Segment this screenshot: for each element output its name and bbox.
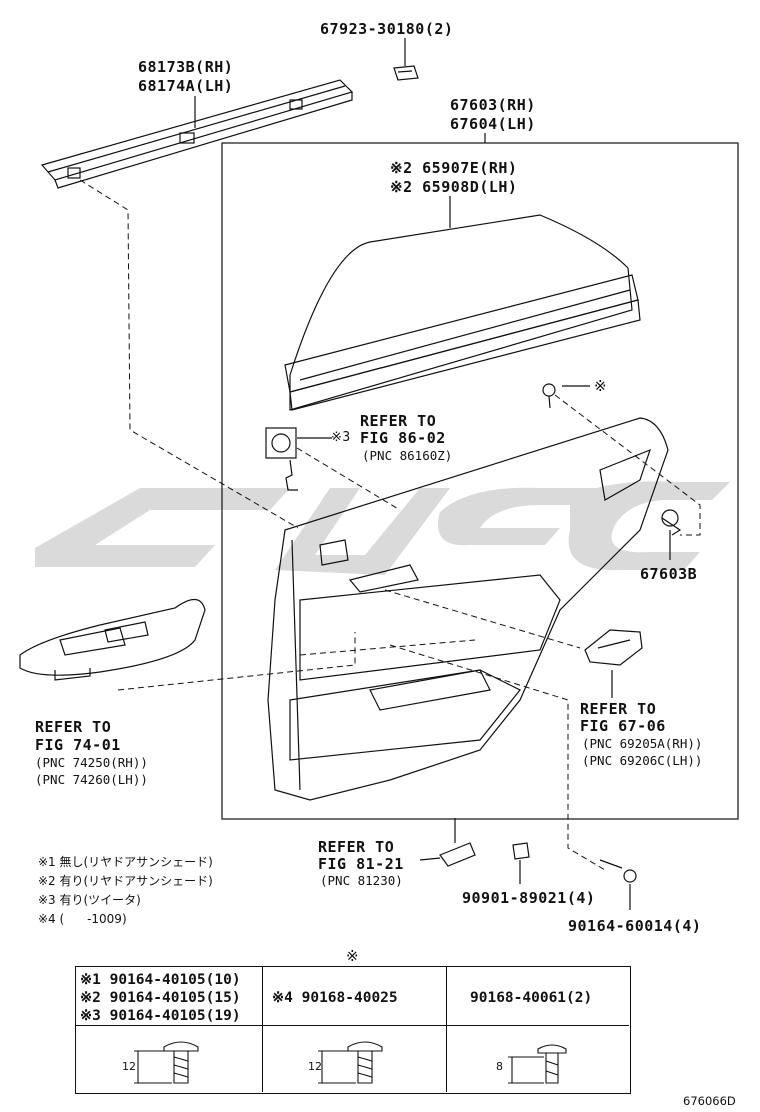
power-window-switch bbox=[19, 598, 206, 681]
part-65907e: ※2 65907E(RH) bbox=[390, 159, 518, 177]
clip-67923 bbox=[393, 38, 419, 81]
sunshade-65907 bbox=[284, 196, 641, 411]
tweeter-marker: ※3 bbox=[331, 430, 351, 445]
table-code-4: ※4 90168-40025 bbox=[272, 990, 398, 1006]
table-code-2: ※2 90164-40105(15) bbox=[80, 990, 241, 1006]
diagram-id: 676066D bbox=[683, 1094, 736, 1108]
weatherstrip-68173 bbox=[40, 79, 354, 189]
clip-67603B bbox=[661, 509, 682, 560]
part-67604: 67604(LH) bbox=[450, 115, 536, 133]
assembly-frame bbox=[221, 142, 739, 820]
nut-90901 bbox=[512, 842, 530, 884]
fastener-drawings bbox=[134, 1041, 567, 1084]
screw-90164-60014 bbox=[599, 859, 637, 910]
clip-bottom bbox=[419, 818, 476, 867]
part-67603b: 67603B bbox=[640, 565, 698, 583]
part-68174a: 68174A(LH) bbox=[138, 77, 234, 95]
part-90164-60014: 90164-60014(4) bbox=[568, 917, 702, 935]
fastener-table: ※1 90164-40105(10) ※2 90164-40105(15) ※3… bbox=[75, 966, 631, 1094]
door-trim-panel bbox=[267, 417, 669, 801]
screw-marker: ※ bbox=[594, 377, 608, 395]
part-67923: 67923-30180(2) bbox=[320, 20, 454, 38]
table-code-3: ※3 90164-40105(19) bbox=[80, 1008, 241, 1024]
part-90901: 90901-89021(4) bbox=[462, 889, 596, 907]
screw-top bbox=[542, 383, 590, 409]
table-marker: ※ bbox=[346, 947, 360, 965]
table-code-1: ※1 90164-40105(10) bbox=[80, 972, 241, 988]
part-68173b: 68173B(RH) bbox=[138, 58, 234, 76]
inside-handle bbox=[584, 629, 643, 698]
table-code-5: 90168-40061(2) bbox=[470, 990, 593, 1006]
part-65908d: ※2 65908D(LH) bbox=[390, 178, 518, 196]
part-67603: 67603(RH) bbox=[450, 96, 536, 114]
tweeter bbox=[265, 427, 332, 491]
